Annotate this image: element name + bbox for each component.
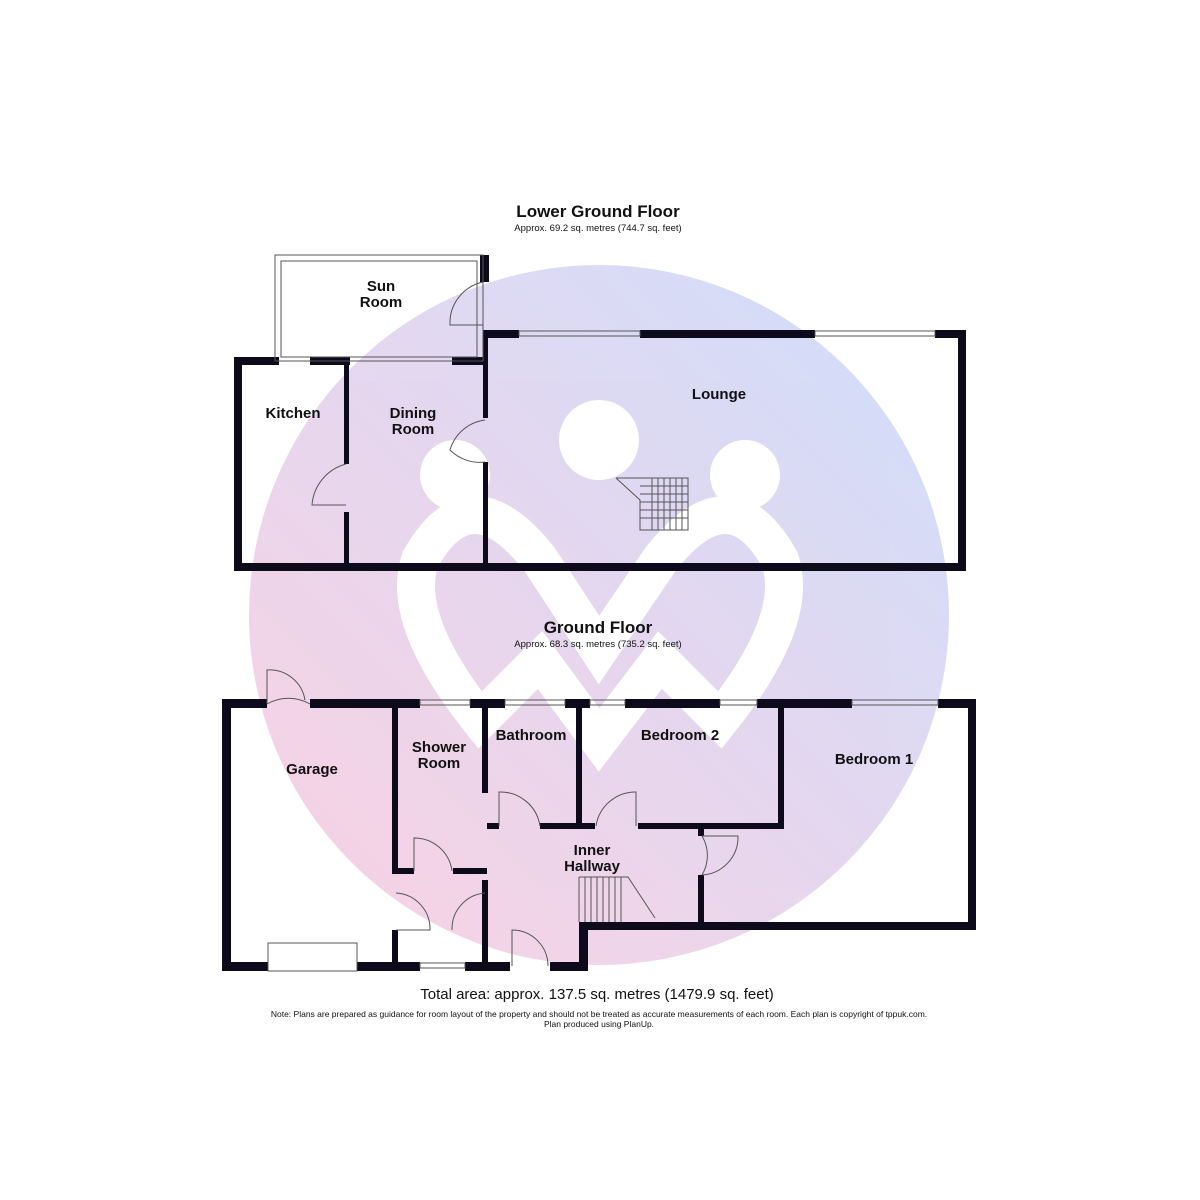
ground-floor-walls [222, 699, 976, 971]
room-label: Sun [366, 278, 396, 295]
room-kitchen: Kitchen [265, 405, 321, 422]
total-area: Total area: approx. 137.5 sq. metres (14… [420, 986, 774, 1003]
lower-floor-area: Approx. 69.2 sq. metres (744.7 sq. feet) [514, 223, 682, 234]
room-label: Dining [389, 405, 437, 422]
room-lounge: Lounge [691, 386, 747, 403]
watermark-logo [249, 265, 949, 965]
disclaimer-note: Note: Plans are prepared as guidance for… [270, 1009, 928, 1019]
room-label: Room [391, 421, 435, 438]
room-bedroom-1: Bedroom 1 [834, 751, 914, 768]
room-label: Shower [411, 739, 467, 756]
ground-floor-details [266, 669, 939, 972]
produced-by: Plan produced using PlanUp. [543, 1019, 655, 1029]
room-garage: Garage [286, 761, 338, 778]
room-label: Inner [573, 842, 611, 859]
room-bathroom: Bathroom [495, 727, 567, 744]
room-bedroom-2: Bedroom 2 [640, 727, 720, 744]
lower-ground-details [274, 254, 936, 531]
room-label: Room [417, 755, 461, 772]
lower-floor-title: Lower Ground Floor [516, 202, 680, 221]
ground-floor-title: Ground Floor [543, 618, 653, 637]
room-label: Room [359, 294, 403, 311]
room-label: Hallway [564, 858, 620, 875]
ground-floor-area: Approx. 68.3 sq. metres (735.2 sq. feet) [514, 639, 682, 650]
